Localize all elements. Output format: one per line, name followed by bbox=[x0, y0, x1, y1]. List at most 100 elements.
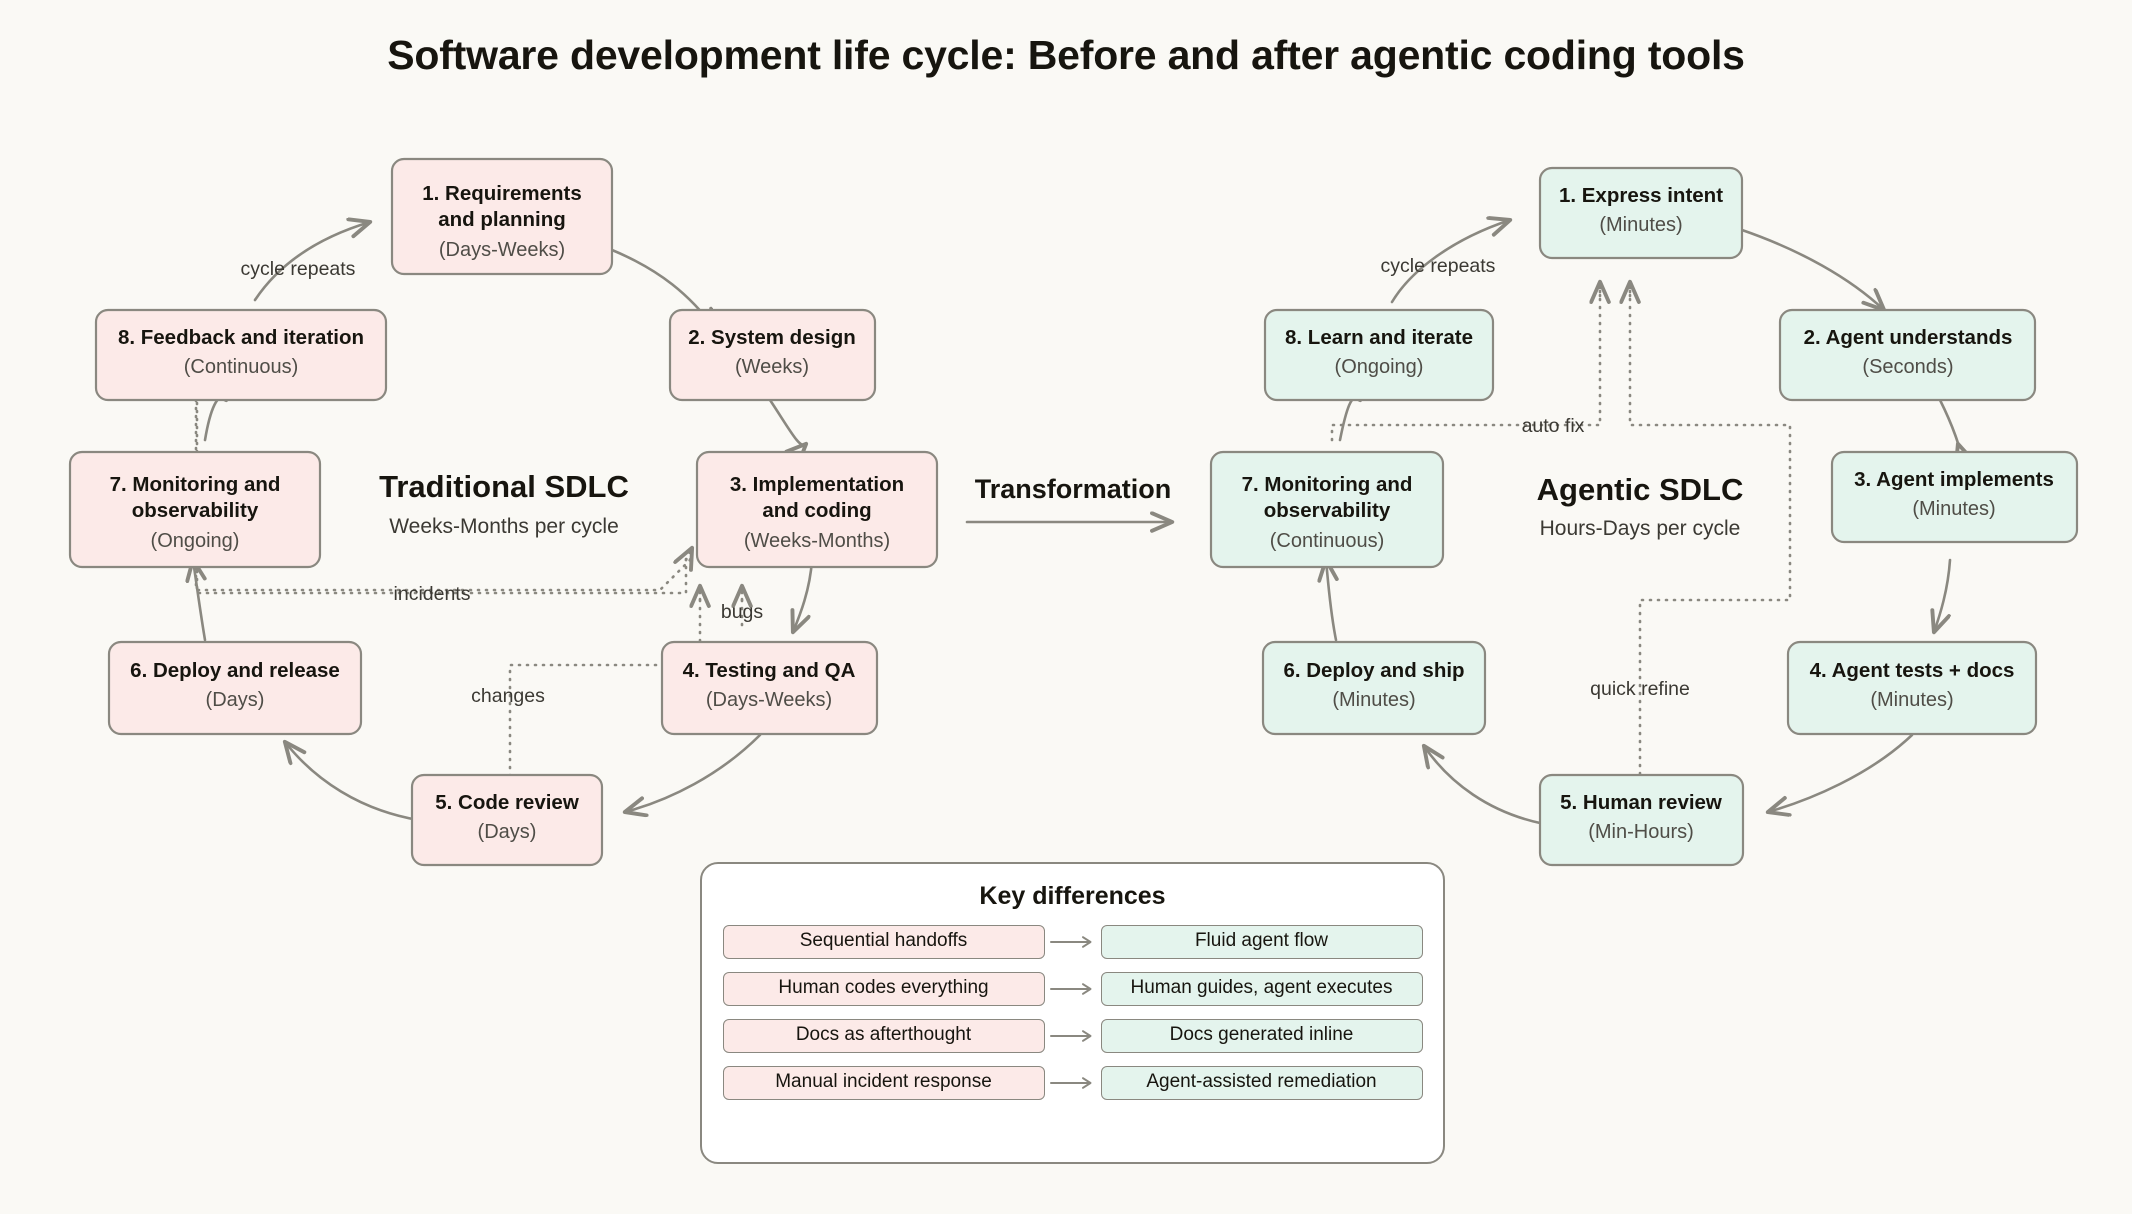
legend-before-chip: Manual incident response bbox=[722, 1066, 1045, 1100]
legend-before-chip: Human codes everything bbox=[722, 972, 1045, 1006]
node-duration: (Weeks) bbox=[735, 356, 809, 378]
node-title: 3. Implementation bbox=[730, 473, 904, 496]
agentic-center-subtitle: Hours-Days per cycle bbox=[1540, 517, 1741, 540]
edge-6-to-7 bbox=[193, 560, 205, 642]
legend-after-chip: Agent-assisted remediation bbox=[1100, 1066, 1423, 1100]
node-title: 8. Feedback and iteration bbox=[118, 326, 364, 349]
node-title: 6. Deploy and release bbox=[130, 659, 340, 682]
page-title: Software development life cycle: Before … bbox=[387, 32, 1745, 78]
edge-quick-refine-dotted bbox=[1628, 288, 1792, 792]
node-title: 2. System design bbox=[688, 326, 855, 349]
node-title: 5. Code review bbox=[435, 791, 579, 814]
node-traditional-6[interactable]: 6. Deploy and release (Days) bbox=[107, 640, 363, 736]
node-title: 6. Deploy and ship bbox=[1283, 659, 1464, 682]
label-cycle-repeats-agentic: cycle repeats bbox=[1381, 255, 1496, 277]
edge-2-to-3 bbox=[768, 398, 806, 445]
node-duration: (Days-Weeks) bbox=[706, 689, 832, 711]
edge-7-to-8 bbox=[203, 397, 226, 442]
edge-8-to-1 bbox=[253, 222, 370, 302]
edge-3-to-4 bbox=[793, 558, 814, 632]
node-agentic-5[interactable]: 5. Human review (Min-Hours) bbox=[1538, 773, 1745, 867]
node-title-2: and coding bbox=[762, 499, 871, 522]
node-agentic-4[interactable]: 4. Agent tests + docs (Minutes) bbox=[1786, 640, 2038, 736]
node-duration: (Minutes) bbox=[1870, 689, 1953, 711]
edge-a1-to-a2 bbox=[1740, 228, 1884, 310]
node-duration: (Days) bbox=[478, 821, 537, 843]
traditional-center-title: Traditional SDLC bbox=[379, 469, 629, 504]
node-title-2: observability bbox=[1264, 499, 1391, 522]
node-duration: (Min-Hours) bbox=[1588, 821, 1694, 843]
edge-auto-fix-dotted bbox=[1330, 288, 1602, 442]
legend-after-chip: Docs generated inline bbox=[1100, 1019, 1423, 1053]
node-traditional-7[interactable]: 7. Monitoring and observability (Ongoing… bbox=[68, 450, 322, 569]
node-title: 7. Monitoring and bbox=[110, 473, 281, 496]
node-traditional-4[interactable]: 4. Testing and QA (Days-Weeks) bbox=[660, 640, 879, 736]
edge-a2-to-a3 bbox=[1938, 398, 1958, 445]
node-title: 3. Agent implements bbox=[1854, 468, 2054, 491]
traditional-center-subtitle: Weeks-Months per cycle bbox=[389, 515, 619, 538]
node-agentic-8[interactable]: 8. Learn and iterate (Ongoing) bbox=[1263, 308, 1495, 402]
node-title: 4. Agent tests + docs bbox=[1810, 659, 2015, 682]
node-duration: (Ongoing) bbox=[1335, 356, 1424, 378]
node-agentic-7[interactable]: 7. Monitoring and observability (Continu… bbox=[1209, 450, 1445, 569]
edge-changes-dotted bbox=[508, 663, 702, 802]
node-title: 2. Agent understands bbox=[1804, 326, 2013, 349]
node-duration: (Minutes) bbox=[1599, 214, 1682, 236]
edge-a3-to-a4 bbox=[1934, 558, 1952, 632]
node-title-2: and planning bbox=[438, 208, 566, 231]
arrow-right-icon bbox=[1049, 983, 1091, 995]
node-duration: (Weeks-Months) bbox=[744, 530, 890, 552]
node-traditional-3[interactable]: 3. Implementation and coding (Weeks-Mont… bbox=[695, 450, 939, 569]
node-duration: (Seconds) bbox=[1862, 356, 1953, 378]
legend-row: Manual incident response Agent-assisted … bbox=[702, 1066, 1443, 1100]
node-agentic-2[interactable]: 2. Agent understands (Seconds) bbox=[1778, 308, 2037, 402]
node-duration: (Days-Weeks) bbox=[439, 239, 565, 261]
edge-a4-to-a5 bbox=[1768, 733, 1914, 812]
node-title: 7. Monitoring and bbox=[1242, 473, 1413, 496]
node-agentic-6[interactable]: 6. Deploy and ship (Minutes) bbox=[1261, 640, 1487, 736]
legend-after-chip: Human guides, agent executes bbox=[1100, 972, 1423, 1006]
label-quick-refine: quick refine bbox=[1590, 678, 1690, 700]
edge-a6-to-a7 bbox=[1326, 560, 1336, 642]
node-traditional-8[interactable]: 8. Feedback and iteration (Continuous) bbox=[94, 308, 388, 402]
node-traditional-2[interactable]: 2. System design (Weeks) bbox=[668, 308, 877, 402]
edge-a5-to-a6 bbox=[1424, 746, 1542, 825]
edge-5-to-6 bbox=[285, 742, 420, 822]
node-duration: (Days) bbox=[206, 689, 265, 711]
legend-row: Docs as afterthought Docs generated inli… bbox=[702, 1019, 1443, 1053]
label-incidents: incidents bbox=[394, 583, 471, 605]
transformation-label: Transformation bbox=[975, 474, 1172, 504]
label-cycle-repeats-traditional: cycle repeats bbox=[241, 258, 356, 280]
label-auto-fix: auto fix bbox=[1522, 415, 1585, 437]
node-title: 1. Express intent bbox=[1559, 184, 1723, 207]
node-traditional-1[interactable]: 1. Requirements and planning (Days-Weeks… bbox=[390, 157, 614, 276]
node-duration: (Minutes) bbox=[1912, 498, 1995, 520]
node-duration: (Continuous) bbox=[184, 356, 299, 378]
node-duration: (Continuous) bbox=[1270, 530, 1385, 552]
node-title: 5. Human review bbox=[1560, 791, 1722, 814]
node-agentic-3[interactable]: 3. Agent implements (Minutes) bbox=[1830, 450, 2079, 544]
edge-a7-to-a8 bbox=[1340, 397, 1360, 442]
legend-title: Key differences bbox=[979, 882, 1166, 910]
arrow-right-icon bbox=[1049, 1077, 1091, 1089]
node-title: 4. Testing and QA bbox=[683, 659, 856, 682]
edge-4-to-5 bbox=[625, 733, 762, 812]
legend-row: Human codes everything Human guides, age… bbox=[702, 972, 1443, 1006]
key-differences-panel: Key differences Sequential handoffs Flui… bbox=[700, 862, 1445, 1164]
arrow-right-icon bbox=[1049, 1030, 1091, 1042]
node-title: 1. Requirements bbox=[422, 182, 582, 205]
legend-before-chip: Sequential handoffs bbox=[722, 925, 1045, 959]
arrow-right-icon bbox=[1049, 936, 1091, 948]
label-bugs: bugs bbox=[721, 601, 764, 623]
node-title: 8. Learn and iterate bbox=[1285, 326, 1473, 349]
edge-a8-to-a1 bbox=[1390, 220, 1510, 304]
node-agentic-1[interactable]: 1. Express intent (Minutes) bbox=[1538, 166, 1744, 260]
node-traditional-5[interactable]: 5. Code review (Days) bbox=[410, 773, 604, 867]
legend-row: Sequential handoffs Fluid agent flow bbox=[702, 925, 1443, 959]
legend-after-chip: Fluid agent flow bbox=[1100, 925, 1423, 959]
legend-before-chip: Docs as afterthought bbox=[722, 1019, 1045, 1053]
label-changes: changes bbox=[471, 685, 545, 707]
agentic-center-title: Agentic SDLC bbox=[1537, 472, 1744, 507]
